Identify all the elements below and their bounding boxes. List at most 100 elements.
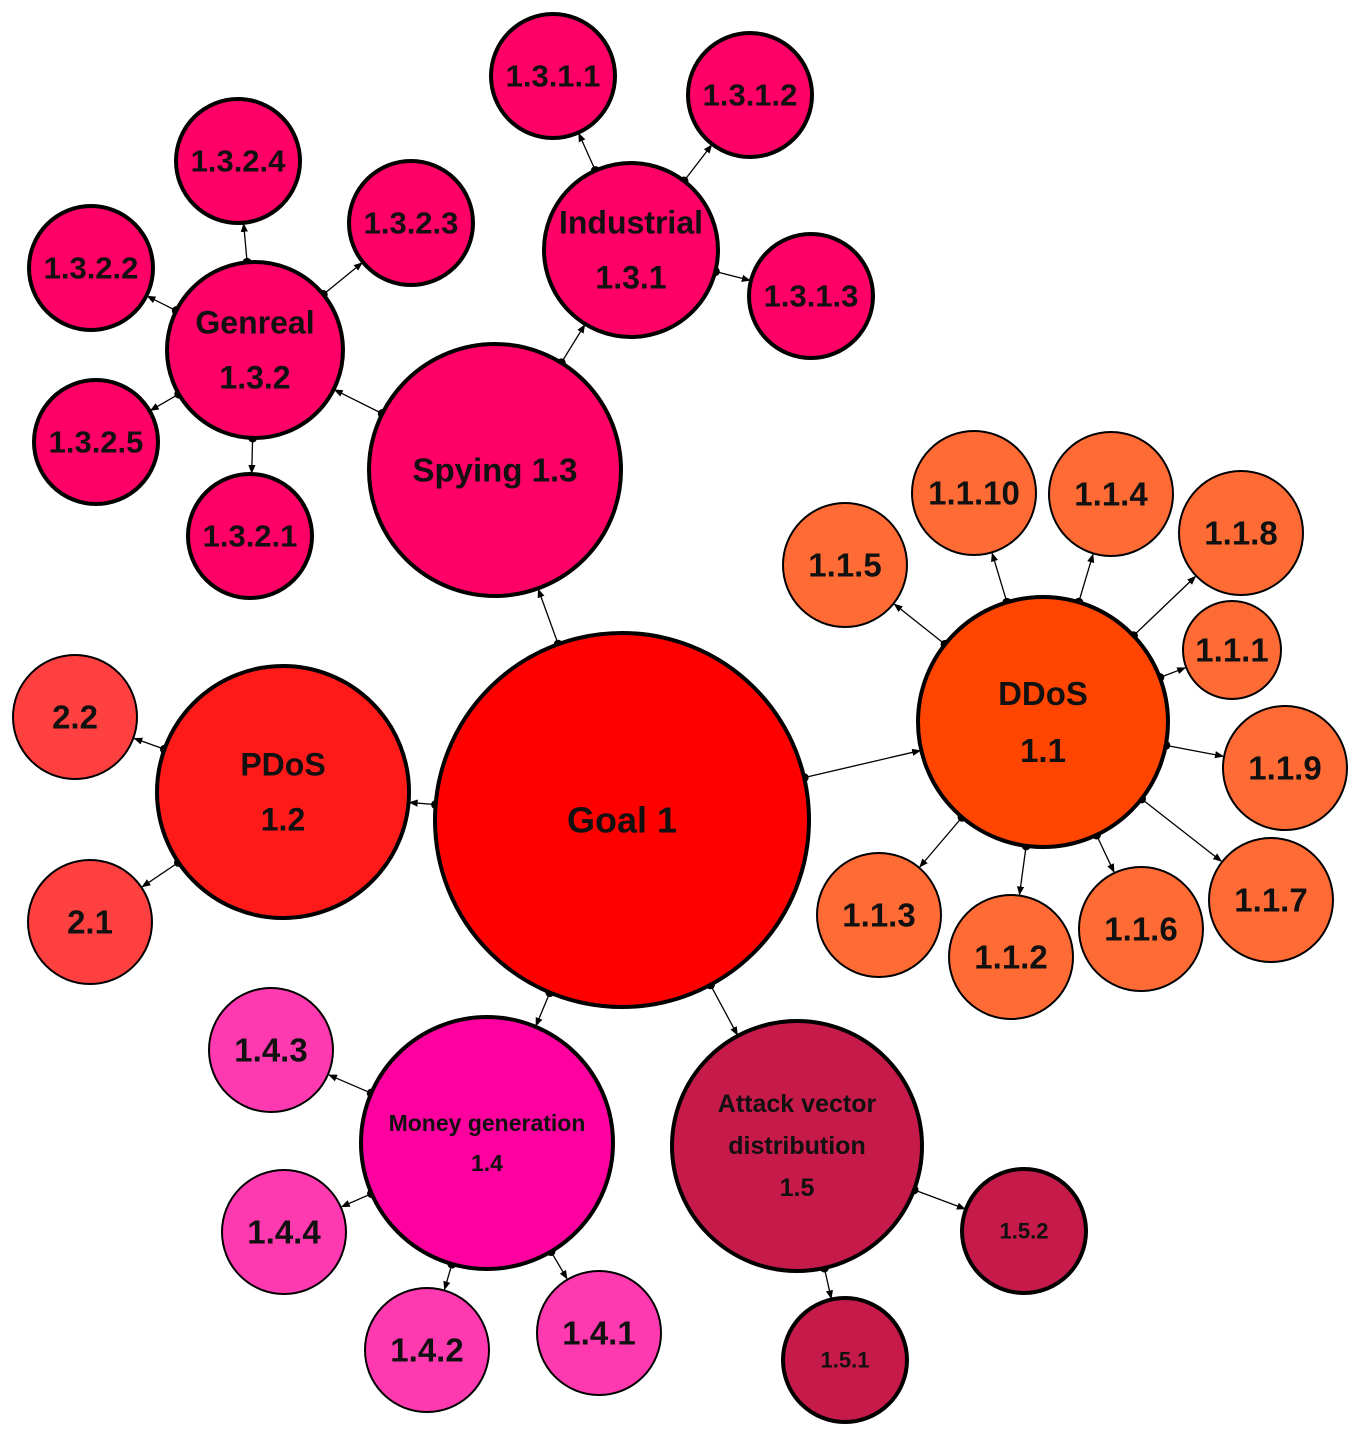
node-circle xyxy=(221,1169,347,1295)
node-label: 1.1.8 xyxy=(1204,515,1277,552)
node-label: 1.5.2 xyxy=(1000,1219,1049,1244)
node-node-1-1-5: 1.1.5 xyxy=(782,502,908,628)
node-circle xyxy=(686,31,814,159)
node-circle xyxy=(32,378,160,506)
edge-goal-1-to-spying-1-3 xyxy=(537,588,563,649)
node-label: 1.1.4 xyxy=(1074,476,1148,513)
node-node-1-5-2: 1.5.2 xyxy=(960,1167,1088,1295)
node-circle xyxy=(782,502,908,628)
node-circle xyxy=(155,664,411,920)
edge-arrow xyxy=(823,1267,833,1300)
node-node-1-4-1: 1.4.1 xyxy=(536,1270,662,1396)
node-circle xyxy=(816,852,942,978)
node-node-1-3-2-3: 1.3.2.3 xyxy=(347,159,475,287)
node-label: Industrial xyxy=(559,204,703,240)
node-circle xyxy=(347,159,475,287)
edge-arrow xyxy=(560,324,586,364)
node-node-1-3-2-2: 1.3.2.2 xyxy=(27,204,155,332)
node-label: 1.1.6 xyxy=(1104,911,1177,948)
edge-arrow xyxy=(146,295,177,312)
edge-arrow xyxy=(578,132,597,171)
node-node-1-4-2: 1.4.2 xyxy=(364,1287,490,1413)
node-label: Goal 1 xyxy=(567,800,677,841)
node-circle xyxy=(911,430,1037,556)
node-circle xyxy=(186,472,314,600)
node-label: Spying 1.3 xyxy=(412,452,577,489)
edge-arrow xyxy=(893,603,946,645)
node-node-1-3-2-1: 1.3.2.1 xyxy=(186,472,314,600)
edge-arrow xyxy=(1141,798,1223,862)
node-node-1-3-1-1: 1.3.1.1 xyxy=(489,12,617,140)
node-label: 1.3.2.4 xyxy=(191,144,287,179)
edge-arrow xyxy=(141,861,179,888)
edge-ddos-1-1-to-node-1-1-10 xyxy=(991,552,1012,607)
edge-arrow xyxy=(240,222,248,263)
node-label: 1.4.3 xyxy=(234,1032,307,1069)
node-label: 1.3.1.3 xyxy=(764,279,859,314)
node-node-1-3-1-2: 1.3.1.2 xyxy=(686,31,814,159)
edge-arrow xyxy=(149,393,180,412)
edge-arrow xyxy=(537,588,559,645)
node-label: 1.1.5 xyxy=(808,547,881,584)
node-circle xyxy=(27,859,153,985)
edge-arrow xyxy=(340,1192,372,1208)
node-circle xyxy=(1222,705,1348,831)
node-label: 1.3.1 xyxy=(595,260,666,296)
edge-arrow xyxy=(535,992,551,1027)
edge-arrow xyxy=(1159,667,1187,679)
edge-ddos-1-1-to-node-1-1-4 xyxy=(1074,553,1095,607)
edge-arrow xyxy=(328,1074,372,1094)
node-label: 1.1.7 xyxy=(1234,882,1307,919)
node-node-1-1-7: 1.1.7 xyxy=(1208,837,1334,963)
edge-arrow xyxy=(803,748,922,779)
node-label: 1.3.2 xyxy=(219,360,290,396)
node-node-1-4-4: 1.4.4 xyxy=(221,1169,347,1295)
node-label: 1.5 xyxy=(780,1174,815,1202)
edge-arrow xyxy=(1165,744,1224,759)
node-label: 1.1.9 xyxy=(1248,750,1321,787)
node-node-2-1: 2.1 xyxy=(27,859,153,985)
node-node-1-1-8: 1.1.8 xyxy=(1178,470,1304,596)
edge-arrow xyxy=(715,270,751,282)
node-label: 1.4 xyxy=(471,1150,503,1176)
node-genreal-1-3-2: Genreal 1.3.2 xyxy=(165,260,345,440)
edge-arrow xyxy=(991,552,1008,603)
node-label: 1.1.2 xyxy=(974,939,1047,976)
node-label: Genreal xyxy=(195,304,314,340)
edge-goal-1-to-attack-vector-distribution-1-5 xyxy=(705,980,738,1036)
node-circle xyxy=(948,894,1074,1020)
node-circle xyxy=(359,1015,615,1271)
node-circle xyxy=(781,1296,909,1424)
edge-spying-1-3-to-genreal-1-3-2 xyxy=(333,389,387,419)
node-label: 1.1.3 xyxy=(842,897,915,934)
edge-arrow xyxy=(1132,575,1197,637)
node-label: 2.2 xyxy=(52,699,98,736)
node-circle xyxy=(1208,837,1334,963)
node-node-1-1-1: 1.1.1 xyxy=(1182,600,1282,700)
node-goal-1: Goal 1 xyxy=(433,631,811,1009)
node-node-1-1-9: 1.1.9 xyxy=(1222,705,1348,831)
node-circle xyxy=(165,260,345,440)
node-label: 2.1 xyxy=(67,904,113,941)
node-label: 1.2 xyxy=(261,802,305,838)
edge-arrow xyxy=(913,1189,966,1210)
node-node-1-1-4: 1.1.4 xyxy=(1048,431,1174,557)
node-circle xyxy=(208,987,334,1113)
node-label: 1.4.2 xyxy=(390,1332,463,1369)
node-node-1-1-2: 1.1.2 xyxy=(948,894,1074,1020)
edge-ddos-1-1-to-node-1-1-2 xyxy=(1017,841,1031,896)
node-circle xyxy=(364,1287,490,1413)
node-label: 1.1.1 xyxy=(1195,632,1268,669)
edge-arrow xyxy=(1017,845,1027,896)
node-circle xyxy=(542,161,720,339)
node-label: distribution xyxy=(728,1132,865,1160)
node-circle xyxy=(27,204,155,332)
edge-goal-1-to-ddos-1-1 xyxy=(799,748,922,783)
node-spying-1-3: Spying 1.3 xyxy=(367,342,623,598)
node-label: 1.4.4 xyxy=(247,1214,321,1251)
edge-arrow xyxy=(322,262,363,295)
